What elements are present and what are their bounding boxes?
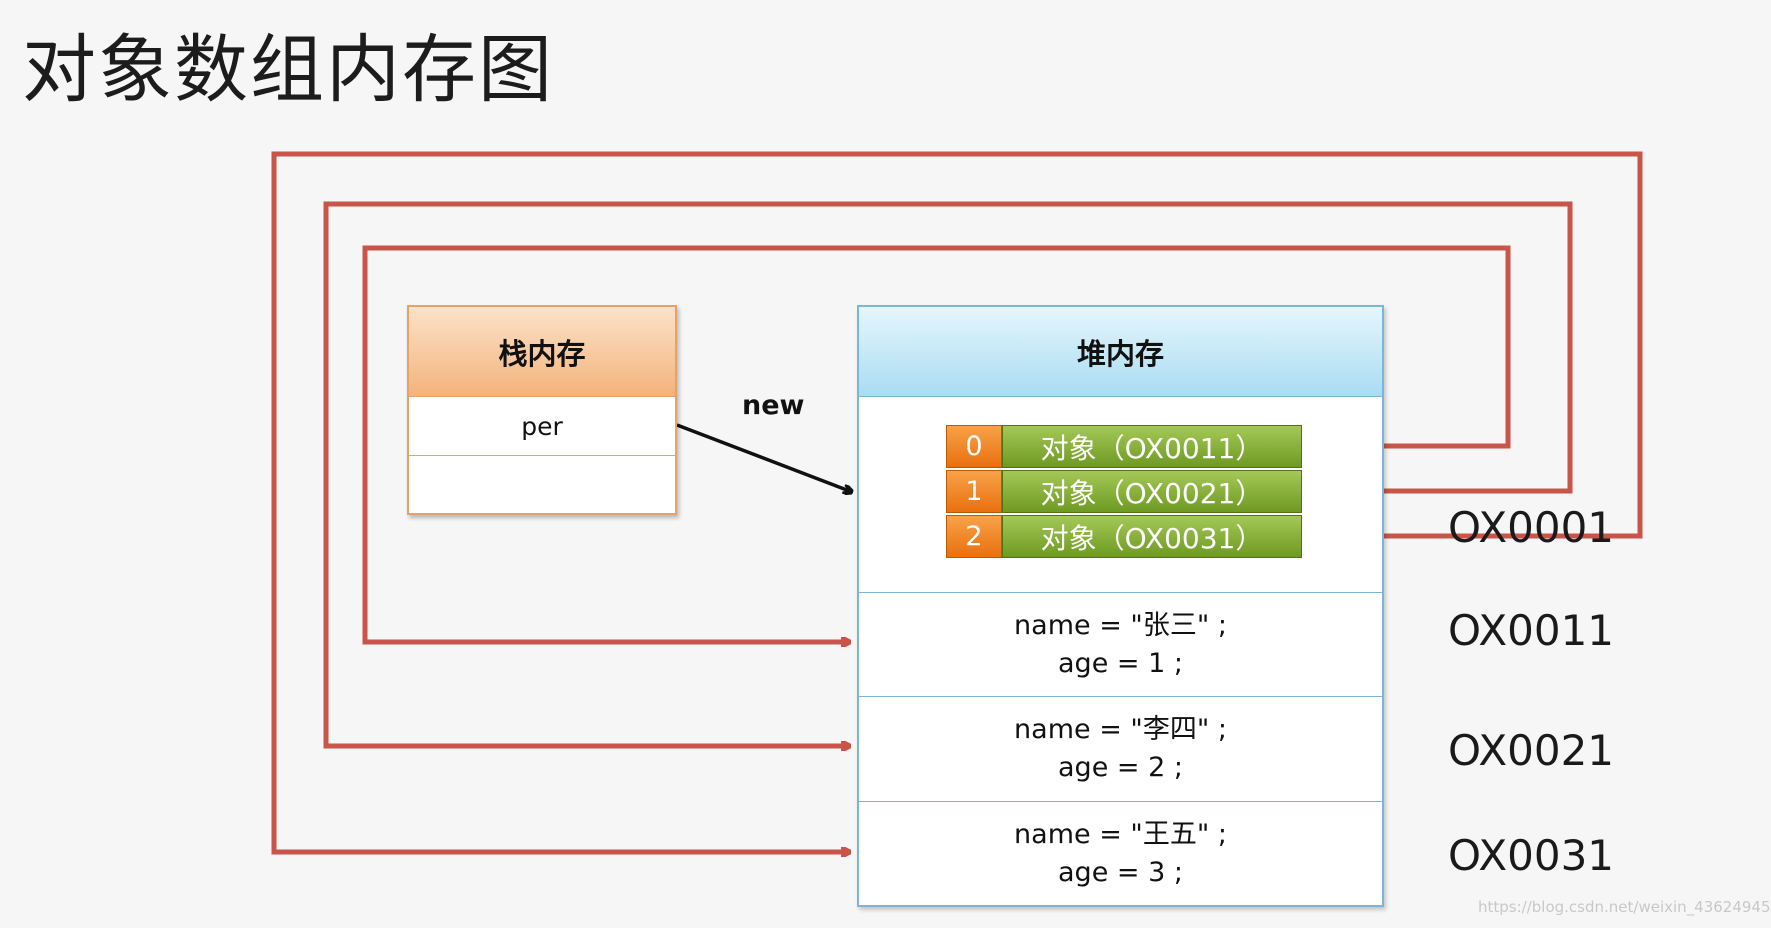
heap-divider bbox=[859, 696, 1382, 697]
heap-object-0: name = "张三" ; age = 1 ; bbox=[859, 593, 1382, 696]
heap-divider bbox=[859, 592, 1382, 593]
stack-header: 栈内存 bbox=[409, 307, 675, 397]
stack-empty-slot bbox=[409, 456, 675, 514]
object-0-age: age = 1 ; bbox=[1058, 647, 1183, 679]
heap-object-1: name = "李四" ; age = 2 ; bbox=[859, 697, 1382, 801]
array-index-0: 0 bbox=[946, 425, 1002, 468]
address-obj2: OX0031 bbox=[1448, 831, 1615, 880]
heap-object-2: name = "王五" ; age = 3 ; bbox=[859, 802, 1382, 906]
address-obj0: OX0011 bbox=[1448, 606, 1615, 655]
pointer-line-0 bbox=[362, 245, 1511, 642]
object-0-name: name = "张三" ; bbox=[1014, 609, 1227, 641]
heap-header: 堆内存 bbox=[859, 307, 1382, 397]
page-title: 对象数组内存图 bbox=[22, 27, 554, 113]
array-index-2: 2 bbox=[946, 515, 1002, 558]
array-value-0: 对象（OX0011） bbox=[1002, 425, 1302, 468]
array-element-2: 2 对象（OX0031） bbox=[946, 515, 1302, 558]
pointer-line-2 bbox=[271, 151, 1643, 852]
stack-variable-per: per bbox=[409, 397, 675, 456]
stack-memory-box: 栈内存 per bbox=[407, 305, 677, 515]
array-value-2: 对象（OX0031） bbox=[1002, 515, 1302, 558]
array-index-1: 1 bbox=[946, 470, 1002, 513]
array-element-1: 1 对象（OX0021） bbox=[946, 470, 1302, 513]
heap-memory-box: 堆内存 0 对象（OX0011） 1 对象（OX0021） 2 对象（OX003… bbox=[857, 305, 1384, 907]
object-1-age: age = 2 ; bbox=[1058, 752, 1183, 783]
address-obj1: OX0021 bbox=[1448, 726, 1615, 775]
object-2-age: age = 3 ; bbox=[1058, 857, 1183, 888]
object-1-name: name = "李四" ; bbox=[1014, 714, 1227, 745]
address-array: OX0001 bbox=[1448, 503, 1615, 552]
object-2-name: name = "王五" ; bbox=[1014, 819, 1227, 850]
heap-divider bbox=[859, 801, 1382, 802]
array-element-0: 0 对象（OX0011） bbox=[946, 425, 1302, 468]
new-label: new bbox=[742, 390, 805, 421]
new-arrow bbox=[676, 423, 852, 492]
array-value-1: 对象（OX0021） bbox=[1002, 470, 1302, 513]
watermark: https://blog.csdn.net/weixin_43624945 bbox=[1478, 898, 1771, 916]
pointer-line-1 bbox=[323, 201, 1573, 746]
